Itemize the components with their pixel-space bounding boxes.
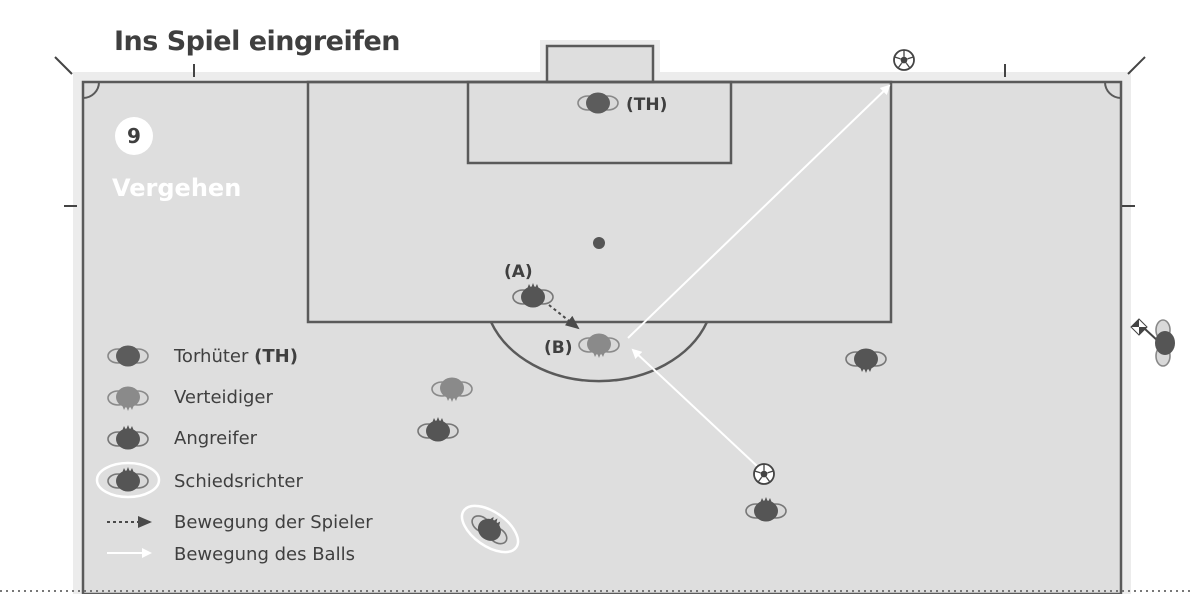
goalkeeper-label: (TH)	[626, 95, 667, 115]
goal-area	[466, 80, 733, 165]
ball-path-to-player-b	[631, 348, 758, 467]
ball-icon-start	[753, 463, 775, 485]
referee-highlight-ring	[460, 504, 520, 554]
scenario-number: 9	[127, 124, 141, 148]
corner-mark-left	[54, 56, 73, 75]
ball-icon-goal-line	[893, 49, 915, 71]
legend-label-player-movement: Bewegung der Spieler	[174, 512, 373, 533]
legend-label-referee: Schiedsrichter	[174, 471, 303, 492]
legend: Torhüter (TH) Verteidiger Angreifer Schi…	[95, 344, 373, 565]
player-b-label: (B)	[544, 338, 573, 358]
legend-label-attacker: Angreifer	[174, 428, 258, 449]
corner-mark-right	[1127, 56, 1146, 75]
legend-referee-ring	[95, 461, 161, 499]
penalty-spot	[593, 237, 605, 249]
ball-path-to-goal-line	[627, 84, 891, 339]
corner-arc-right	[1104, 81, 1122, 99]
penalty-arc	[489, 321, 709, 383]
field	[81, 80, 1123, 594]
scenario-number-badge	[115, 117, 153, 155]
goal	[545, 44, 655, 84]
diagram-title: Ins Spiel eingreifen	[114, 26, 400, 57]
legend-label-defender: Verteidiger	[174, 387, 273, 408]
scenario-title: Vergehen	[112, 174, 241, 202]
assistant-referee-icon	[1130, 318, 1175, 367]
legend-label-goalkeeper: Torhüter (TH)	[173, 346, 298, 367]
player-a-movement	[548, 304, 580, 330]
corner-arc-left	[82, 81, 100, 99]
legend-label-ball-movement: Bewegung des Balls	[174, 544, 355, 565]
player-a-label: (A)	[504, 262, 533, 282]
